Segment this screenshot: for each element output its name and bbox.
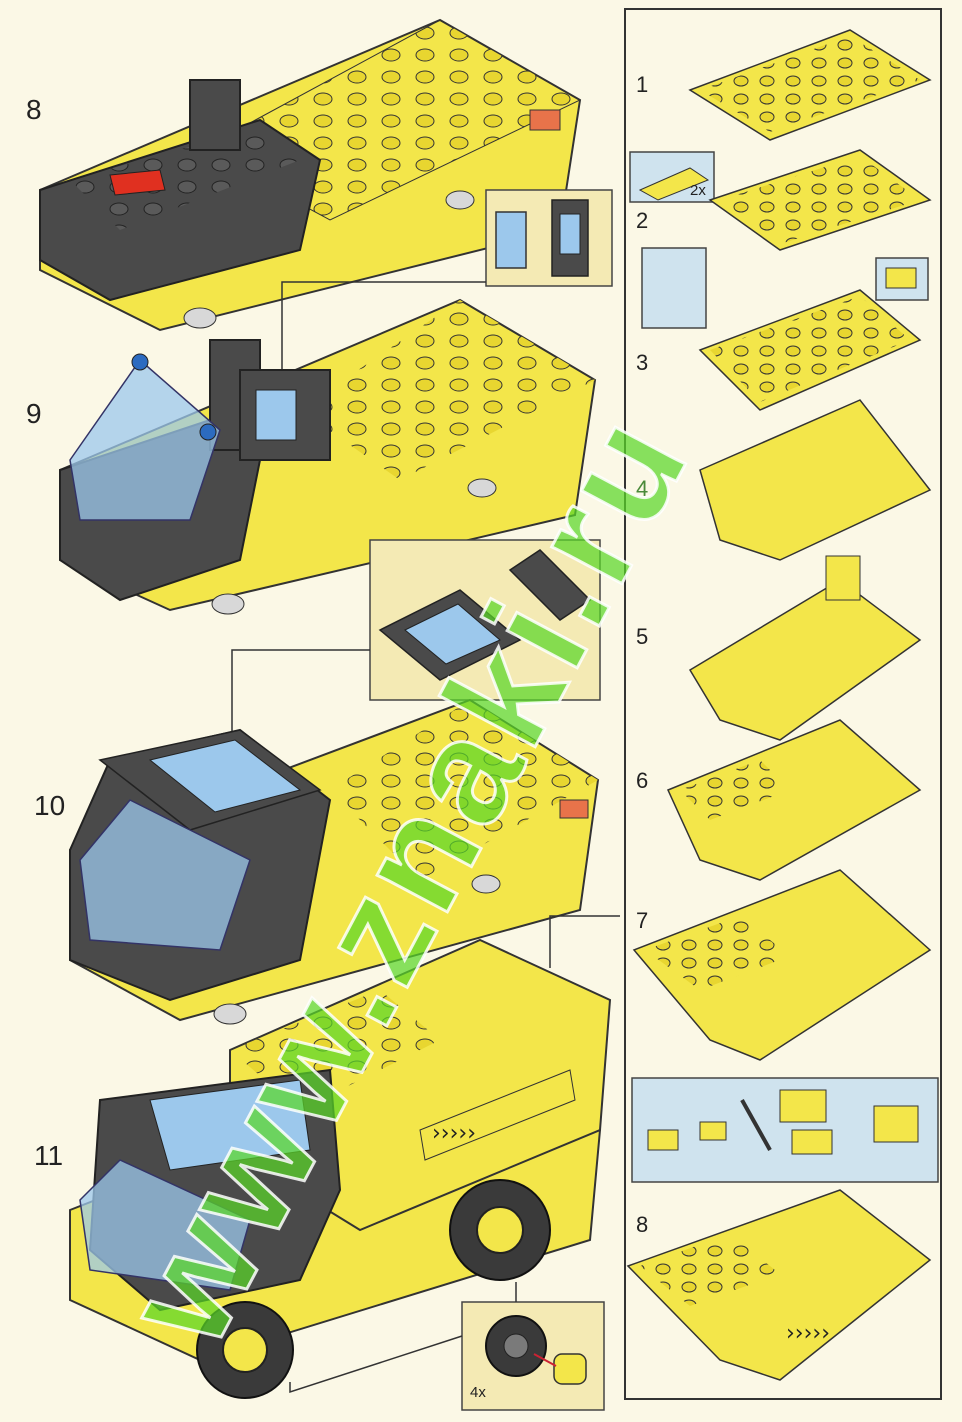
svg-text:›››››: ››››› [432,1121,476,1146]
sub-step-number-2: 2 [636,208,649,233]
wheel-inset [289,1282,605,1411]
sub-assembly-panel [624,8,942,1400]
step10-inset [231,539,601,736]
step-number-10: 10 [34,790,66,821]
multiplier-sub2: 2x [690,182,706,199]
sub-step-number-7: 7 [636,908,649,933]
step-number-8: 8 [26,94,42,125]
step9-inset [281,189,613,372]
step-number-11: 11 [34,1140,64,1171]
step-number-9: 9 [26,398,42,429]
connector-line [549,915,620,968]
sub-step-number-8: 8 [636,1212,649,1237]
multiplier-wheels: 4x [470,1384,486,1401]
step11-model: ››››› [69,938,612,1399]
svg-text:›››››: ››››› [786,1321,830,1346]
step10-model [69,698,600,1025]
sub-step-number-3: 3 [636,350,649,375]
sub-assembly-illustrations: ››››› [626,29,939,1381]
sub-step-number-4: 4 [636,476,649,501]
sub-step-number-5: 5 [636,624,649,649]
step9-model [59,298,597,615]
sub-step-number-1: 1 [636,72,649,97]
sub-step-number-6: 6 [636,768,649,793]
